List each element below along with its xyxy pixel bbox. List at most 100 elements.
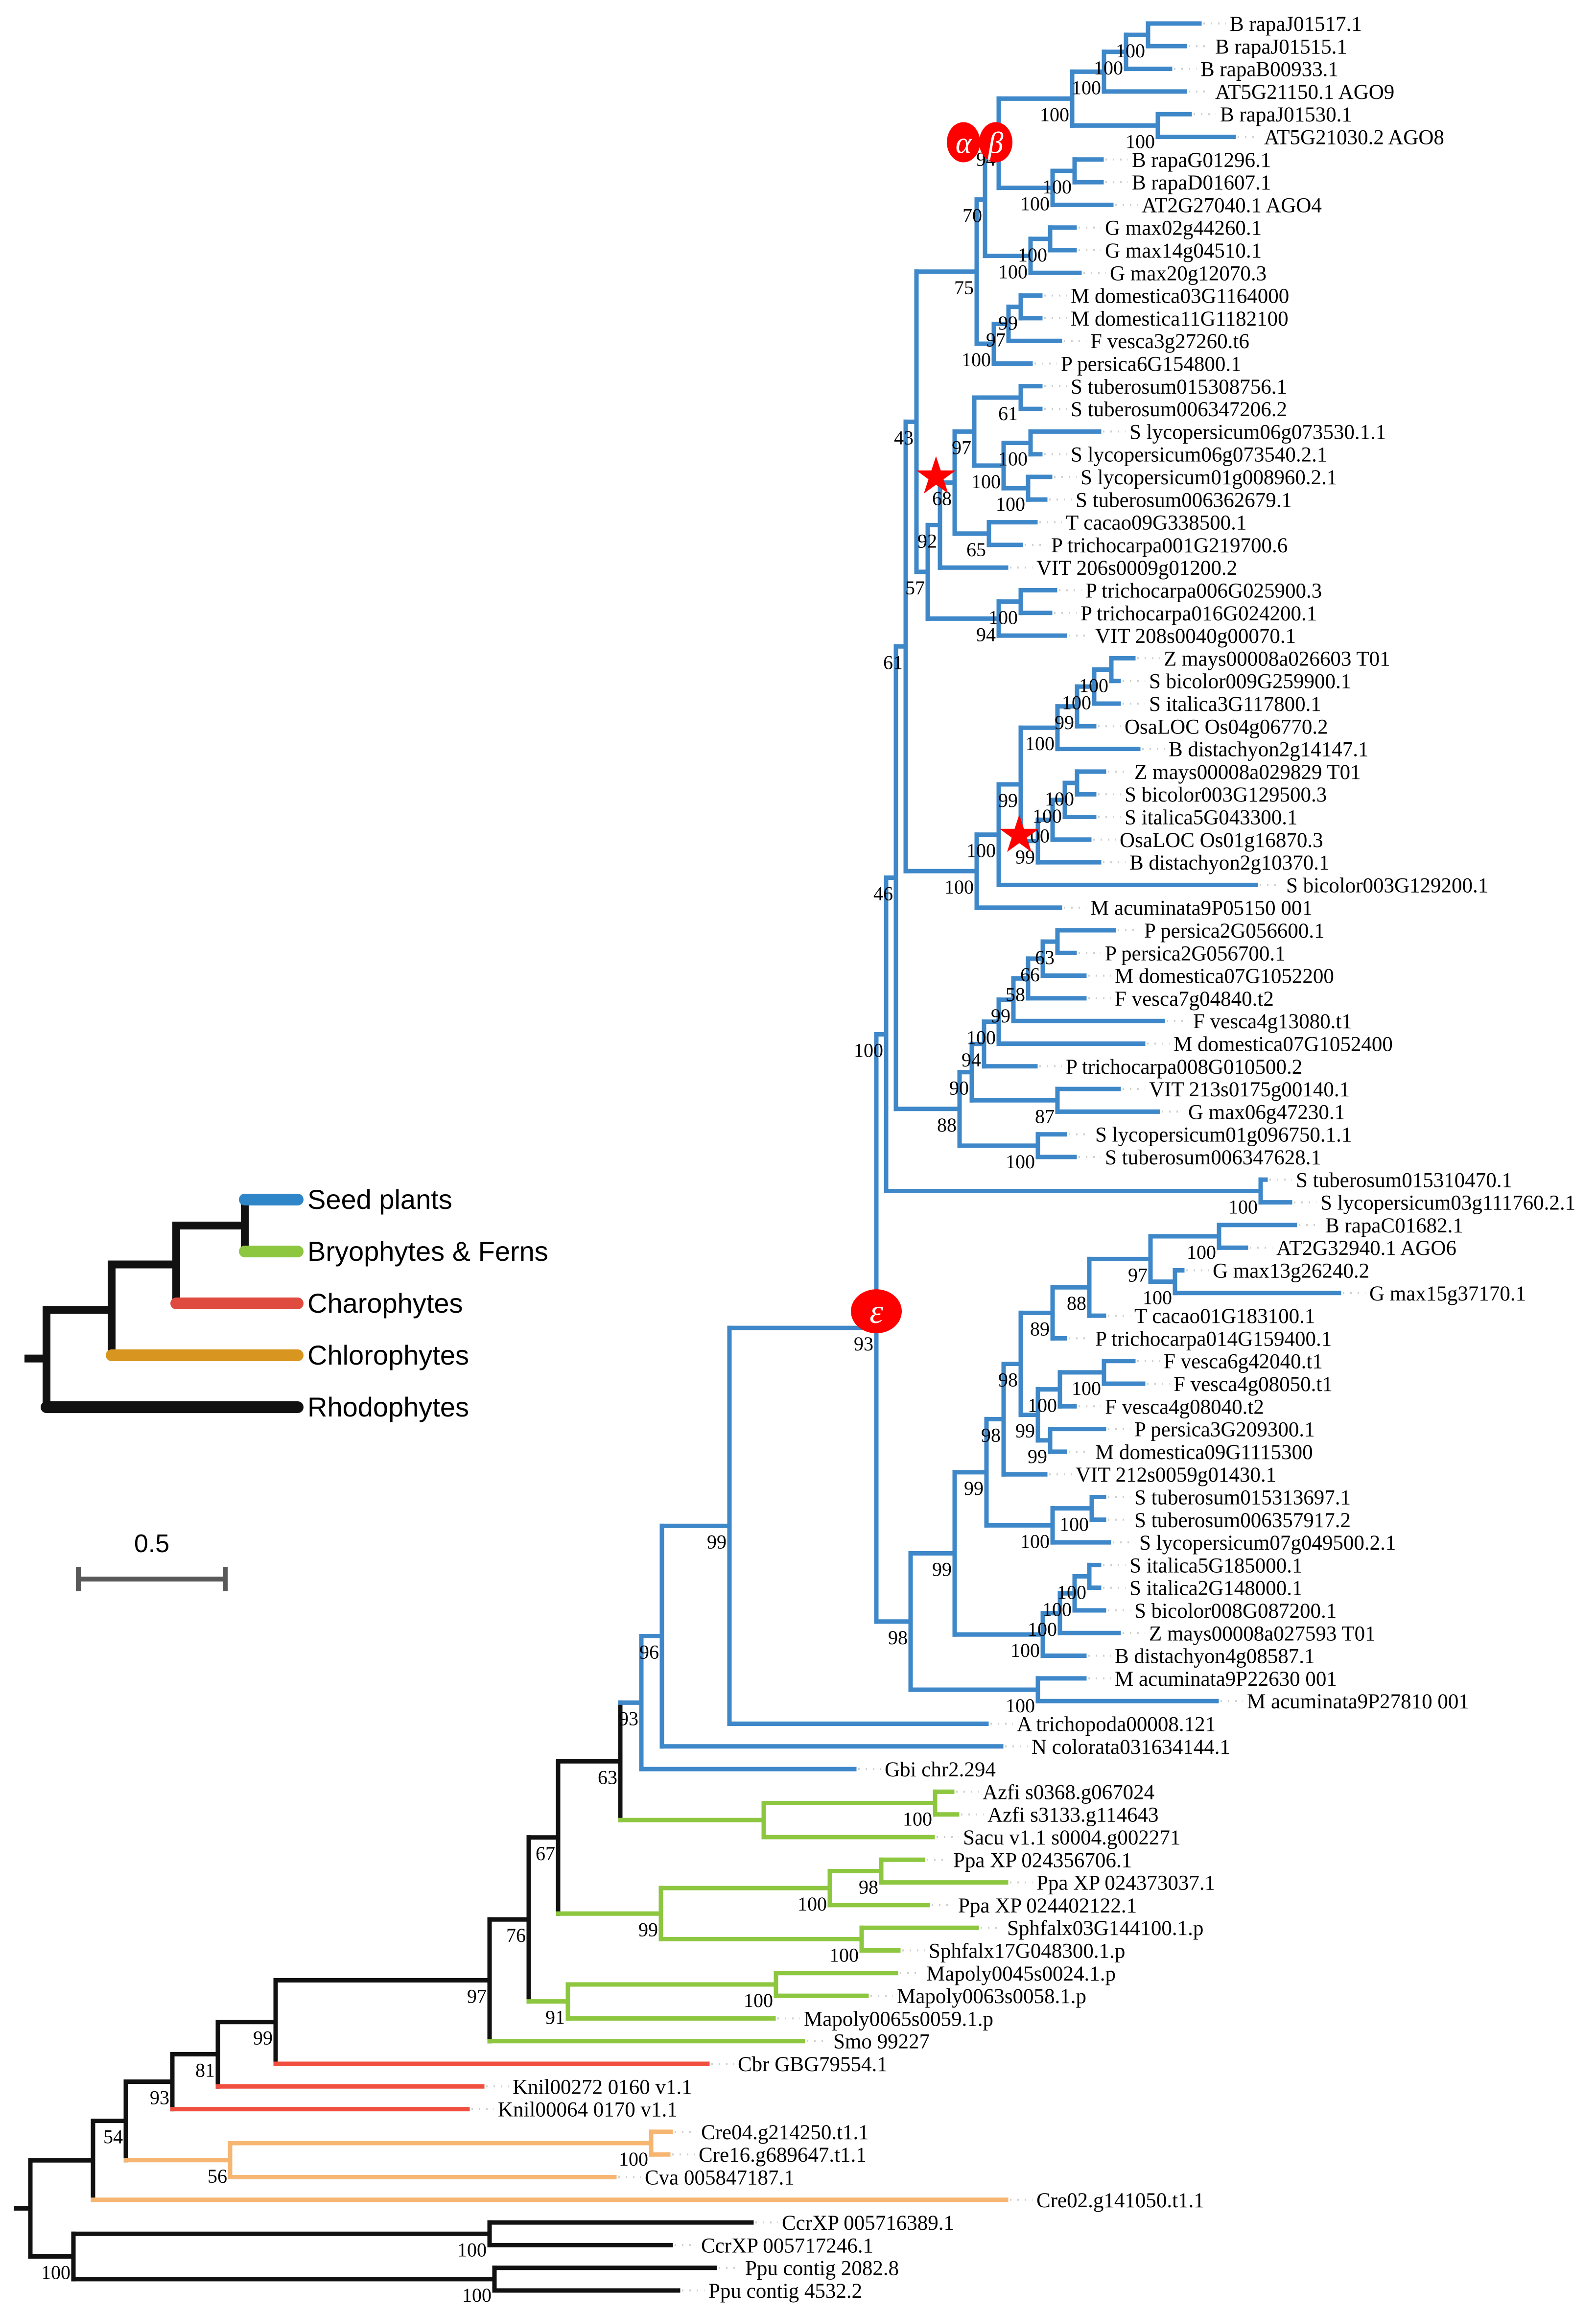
legend-label: Bryophytes & Ferns (307, 1236, 548, 1267)
legend-label: Rhodophytes (307, 1392, 469, 1422)
bootstrap-value: 100 (829, 1944, 859, 1966)
bootstrap-value: 100 (998, 261, 1028, 283)
bootstrap-value: 97 (986, 329, 1006, 351)
tip-label: S lycopersicum01g008960.2.1 (1080, 466, 1337, 489)
bootstrap-value: 93 (619, 1707, 638, 1729)
tip-label: OsaLOC Os01g16870.3 (1120, 829, 1323, 852)
epsilon-marker (851, 1289, 902, 1334)
tip-label: VIT 206s0009g01200.2 (1036, 557, 1237, 580)
bootstrap-value: 67 (536, 1842, 555, 1865)
tip-label: VIT 213s0175g00140.1 (1149, 1078, 1350, 1101)
bootstrap-value: 98 (998, 1369, 1018, 1391)
tip-label: B rapaB00933.1 (1200, 58, 1338, 81)
bootstrap-value: 61 (998, 402, 1018, 425)
bootstrap-value: 100 (1040, 103, 1069, 125)
tip-label: B rapaJ01515.1 (1215, 35, 1347, 58)
tip-label: S lycopersicum06g073540.2.1 (1071, 444, 1327, 467)
tip-label: Cre16.g689647.t1.1 (699, 2144, 867, 2167)
legend-label: Seed plants (307, 1184, 452, 1215)
scale-bar-label: 0.5 (134, 1530, 169, 1558)
tip-label: S italica5G185000.1 (1129, 1554, 1303, 1577)
tip-label: CcrXP 005717246.1 (701, 2234, 873, 2257)
bootstrap-value: 100 (1094, 57, 1123, 79)
bootstrap-value: 100 (944, 876, 974, 898)
tip-label: M domestica07G1052400 (1174, 1033, 1393, 1056)
tip-label: F vesca4g08050.t1 (1174, 1373, 1333, 1396)
bootstrap-value: 100 (1018, 244, 1047, 266)
tip-label: F vesca7g04840.t2 (1115, 988, 1274, 1011)
tip-label: S tuberosum006347628.1 (1105, 1146, 1321, 1169)
bootstrap-value: 65 (966, 539, 986, 561)
bootstrap-value: 93 (150, 2087, 169, 2109)
tip-label: Ppu contig 4532.2 (708, 2280, 862, 2303)
bootstrap-value: 90 (949, 1077, 969, 1099)
bootstrap-value: 100 (1028, 1394, 1057, 1416)
bootstrap-value: 63 (1035, 946, 1055, 968)
bootstrap-value: 99 (964, 1477, 984, 1499)
tip-label: S bicolor008G087200.1 (1134, 1600, 1337, 1623)
tip-label: S lycopersicum06g073530.1.1 (1129, 421, 1386, 444)
bootstrap-value: 99 (1028, 1445, 1047, 1467)
tip-label: S italica3G117800.1 (1149, 693, 1321, 716)
tip-label: S bicolor009G259900.1 (1149, 670, 1351, 693)
tip-label: AT5G21030.2 AGO8 (1264, 126, 1444, 149)
tip-label: S bicolor003G129500.3 (1125, 783, 1327, 806)
bootstrap-value: 94 (976, 623, 996, 645)
bootstrap-value: 100 (1020, 825, 1050, 847)
svg-text:α: α (956, 127, 972, 160)
bootstrap-value: 97 (467, 1985, 487, 2007)
bootstrap-value: 100 (998, 448, 1028, 470)
tip-label: G max02g44260.1 (1105, 217, 1262, 240)
bootstrap-value: 98 (981, 1424, 1001, 1446)
tip-label: P persica3G209300.1 (1134, 1418, 1315, 1441)
bootstrap-value: 100 (1072, 76, 1101, 98)
bootstrap-value: 100 (971, 471, 1001, 493)
tip-label: Azfi s0368.g067024 (983, 1781, 1154, 1804)
bootstrap-value: 98 (888, 1627, 908, 1649)
tip-label: Cbr GBG79554.1 (738, 2053, 888, 2076)
bootstrap-value: 100 (1079, 675, 1108, 697)
bootstrap-value: 100 (854, 1039, 883, 1061)
bootstrap-value: 100 (988, 607, 1018, 629)
tip-label: F vesca4g13080.t1 (1193, 1010, 1352, 1033)
bootstrap-value: 81 (195, 2059, 215, 2081)
svg-text:β: β (988, 127, 1004, 160)
bootstrap-value: 57 (905, 577, 925, 599)
bootstrap-value: 100 (1006, 1695, 1035, 1717)
tip-label: P trichocarpa001G219700.6 (1051, 534, 1288, 557)
bootstrap-value: 88 (1067, 1292, 1086, 1314)
bootstrap-value: 100 (1025, 732, 1055, 755)
tip-label: P trichocarpa008G010500.2 (1066, 1056, 1302, 1079)
tip-label: Ppu contig 2082.8 (745, 2257, 899, 2280)
tip-label: P persica6G154800.1 (1061, 353, 1242, 376)
tip-label: M domestica07G1052200 (1115, 965, 1334, 988)
legend-label: Chlorophytes (307, 1340, 469, 1370)
scale-bar: 0.5 (76, 1530, 228, 1591)
tip-label: M acuminata9P05150 001 (1090, 897, 1313, 920)
tip-label: B rapaC01682.1 (1325, 1214, 1463, 1237)
bootstrap-value: 99 (707, 1531, 727, 1553)
tip-label: S tuberosum015310470.1 (1296, 1169, 1512, 1192)
tip-label: F vesca6g42040.t1 (1164, 1350, 1323, 1373)
tip-label: S lycopersicum07g049500.2.1 (1139, 1532, 1396, 1555)
bootstrap-value: 100 (1020, 193, 1050, 215)
bootstrap-value: 100 (996, 493, 1025, 515)
tip-label: Knil00064 0170 v1.1 (498, 2099, 678, 2122)
bootstrap-value: 100 (1062, 691, 1091, 713)
beta-marker (979, 122, 1012, 163)
bootstrap-value: 99 (998, 312, 1018, 334)
bootstrap-value: 100 (1045, 788, 1074, 810)
tip-label: G max20g12070.3 (1110, 262, 1267, 285)
bootstrap-value: 46 (873, 883, 893, 905)
star-marker: ★ (913, 446, 959, 506)
tip-label: OsaLOC Os04g06770.2 (1125, 715, 1328, 738)
bootstrap-value: 100 (462, 2284, 492, 2306)
tip-label: S italica2G148000.1 (1129, 1577, 1303, 1600)
tip-label: Ppa XP 024373037.1 (1036, 1872, 1215, 1895)
bootstrap-value: 75 (954, 277, 974, 299)
bootstrap-value: 94 (962, 1049, 981, 1071)
bootstrap-value: 68 (932, 488, 952, 510)
